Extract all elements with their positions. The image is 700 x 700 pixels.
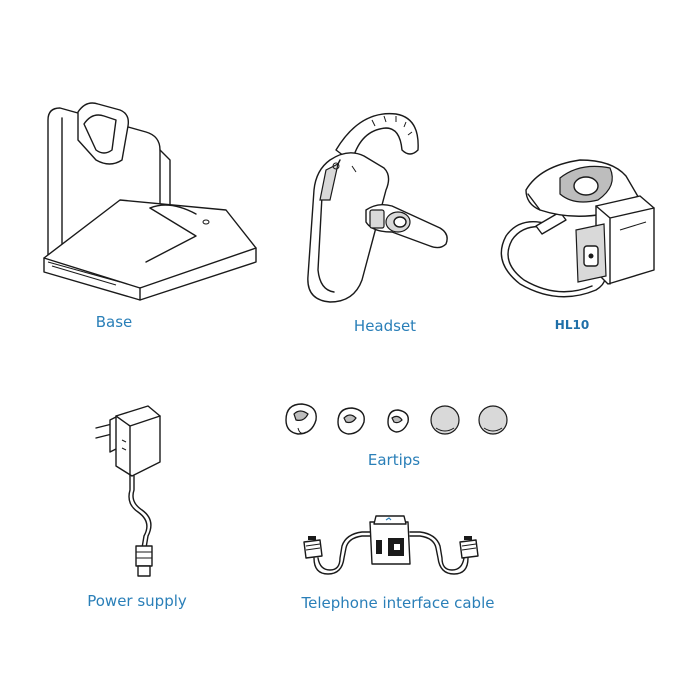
eartips-illustration [285, 403, 508, 435]
telephone-interface-cable-illustration [303, 515, 479, 575]
headset-illustration [307, 112, 448, 303]
eartips-label: Eartips [367, 451, 421, 469]
hl10-illustration [500, 159, 655, 298]
base-illustration [43, 102, 257, 301]
base-label: Base [95, 313, 133, 331]
power-supply-illustration [95, 405, 161, 577]
eartip-gel-large [430, 405, 460, 435]
power-supply-label: Power supply [87, 592, 187, 610]
eartip-large [285, 403, 317, 435]
hl10-label: HL10 [554, 318, 590, 332]
eartip-gel-small [478, 405, 508, 435]
telephone-interface-cable-label: Telephone interface cable [301, 594, 495, 612]
eartip-small [387, 409, 409, 433]
eartip-medium [337, 407, 365, 435]
headset-label: Headset [353, 317, 417, 335]
